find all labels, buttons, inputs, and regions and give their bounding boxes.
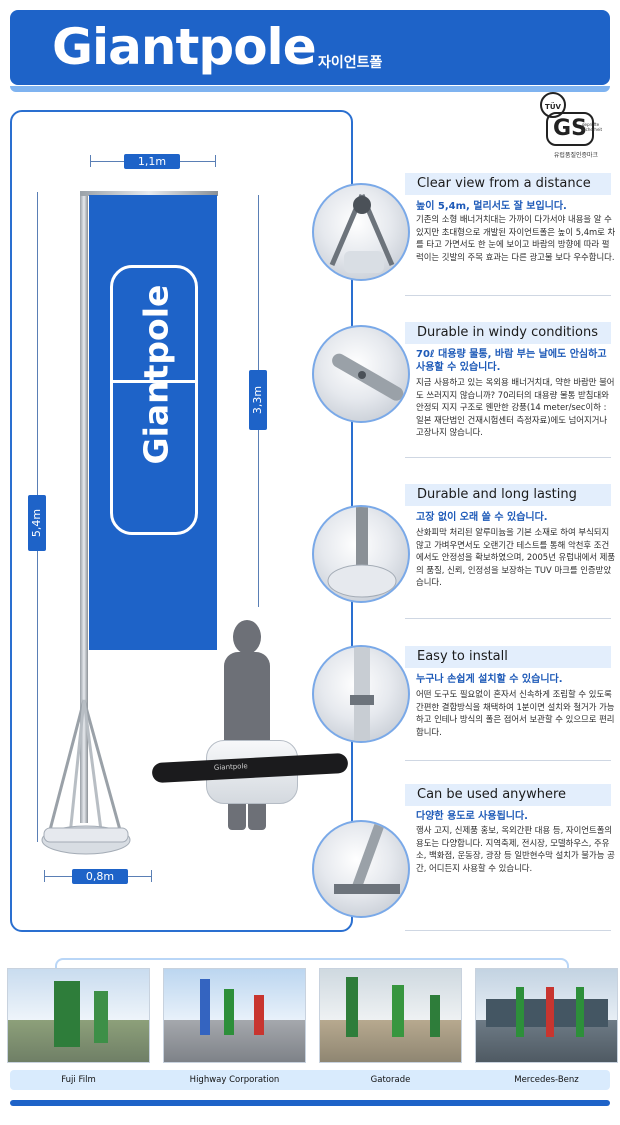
feature-headline: 높이 5,4m, 멀리서도 잘 보입니다. [416, 201, 567, 212]
feature-title: Can be used anywhere [405, 784, 611, 806]
feature-divider [405, 930, 611, 931]
detail-photo-clamp [312, 183, 410, 281]
feature-body: 기존의 소형 배너거치대는 가까이 다가서야 내용을 알 수 있지만 초대형으로… [416, 214, 616, 262]
dim-label-total: 5,4m [28, 495, 46, 551]
brand-title: Giantpole [52, 18, 317, 76]
feature-body: 행사 고지, 신제품 홍보, 옥외간판 대용 등, 자이언트폴의 용도는 다양합… [416, 825, 615, 873]
dim-label-width: 1,1m [124, 154, 180, 169]
feature-headline: 고장 없이 오래 쓸 수 있습니다. [416, 512, 548, 523]
feature-title: Clear view from a distance [405, 173, 611, 195]
gs-label: GS [553, 116, 587, 141]
gs-sicherheit: geprüfte Sicherheit [582, 122, 603, 132]
badge-caption: 유럽품질인증마크 [553, 152, 599, 159]
feature-body: 어떤 도구도 필요없이 혼자서 신속하게 조립할 수 있도록 간편한 결합방식을… [416, 689, 615, 737]
feature-body: 지금 사용하고 있는 옥외용 배너거치대, 약한 바람만 불어도 쓰러지지 않습… [416, 377, 615, 437]
photo-fuji-film [7, 968, 150, 1063]
detail-photo-pole-joint [312, 325, 410, 423]
feature-divider [405, 618, 611, 619]
header-banner [10, 10, 610, 85]
bag-logo: Giantpole [213, 762, 248, 772]
header-stripe [10, 86, 610, 92]
flag-logo-divider [110, 380, 198, 383]
dim-label-base: 0,8m [72, 869, 128, 884]
tuv-gs-badge: TÜV GS geprüfte Sicherheit 유럽품질인증마크 [538, 92, 610, 162]
photo-mercedes-benz [475, 968, 618, 1063]
feature-divider [405, 457, 611, 458]
photo-strip-frame [55, 958, 569, 968]
pole [80, 193, 88, 823]
photo-gatorade [319, 968, 462, 1063]
dim-label-flag-text: 3,3m [251, 385, 264, 415]
flag-logo-frame [110, 265, 198, 535]
person-head [233, 620, 261, 654]
brand-subtitle: 자이언트폴 [318, 55, 383, 71]
feature-headline: 다양한 용도로 사용됩니다. [416, 811, 528, 822]
photo-caption: Gatorade [370, 1075, 411, 1085]
feature-headline: 누구나 손쉽게 설치할 수 있습니다. [416, 674, 563, 685]
detail-photo-install [312, 645, 410, 743]
dim-label-total-text: 5,4m [30, 508, 43, 538]
flag-logo-text: Giantpole [136, 284, 176, 465]
feature-divider [405, 760, 611, 761]
feature-title: Durable in windy conditions [405, 322, 611, 344]
pole-arm [80, 191, 218, 196]
caption-bar [10, 1070, 610, 1090]
detail-photo-fold [312, 820, 410, 918]
dim-tick-right [215, 155, 216, 167]
feature-title: Durable and long lasting [405, 484, 611, 506]
feature-title: Easy to install [405, 646, 611, 668]
photo-caption: Mercedes-Benz [514, 1075, 579, 1085]
dim-tick-base-right [151, 870, 152, 882]
feature-body: 산화피막 처리된 알루미늄을 기본 소재로 하여 부식되지 않고 가벼우면서도 … [416, 527, 616, 587]
tripod-base [41, 699, 131, 855]
person-body [224, 652, 270, 748]
feature-divider [405, 295, 611, 296]
footer-line [10, 1100, 610, 1106]
photo-highway-corporation [163, 968, 306, 1063]
feature-headline: 70ℓ 대용량 물통, 바람 부는 날에도 안심하고 사용할 수 있습니다. [416, 349, 607, 373]
detail-photo-aluminium [312, 505, 410, 603]
dim-tick-left [90, 155, 91, 167]
dim-label-flag: 3,3m [249, 370, 267, 430]
gs-mark: GS [546, 112, 594, 146]
tuv-label: TÜV [545, 103, 561, 111]
photo-caption: Fuji Film [61, 1075, 96, 1085]
dim-tick-base-left [44, 870, 45, 882]
photo-caption: Highway Corporation [189, 1075, 280, 1085]
